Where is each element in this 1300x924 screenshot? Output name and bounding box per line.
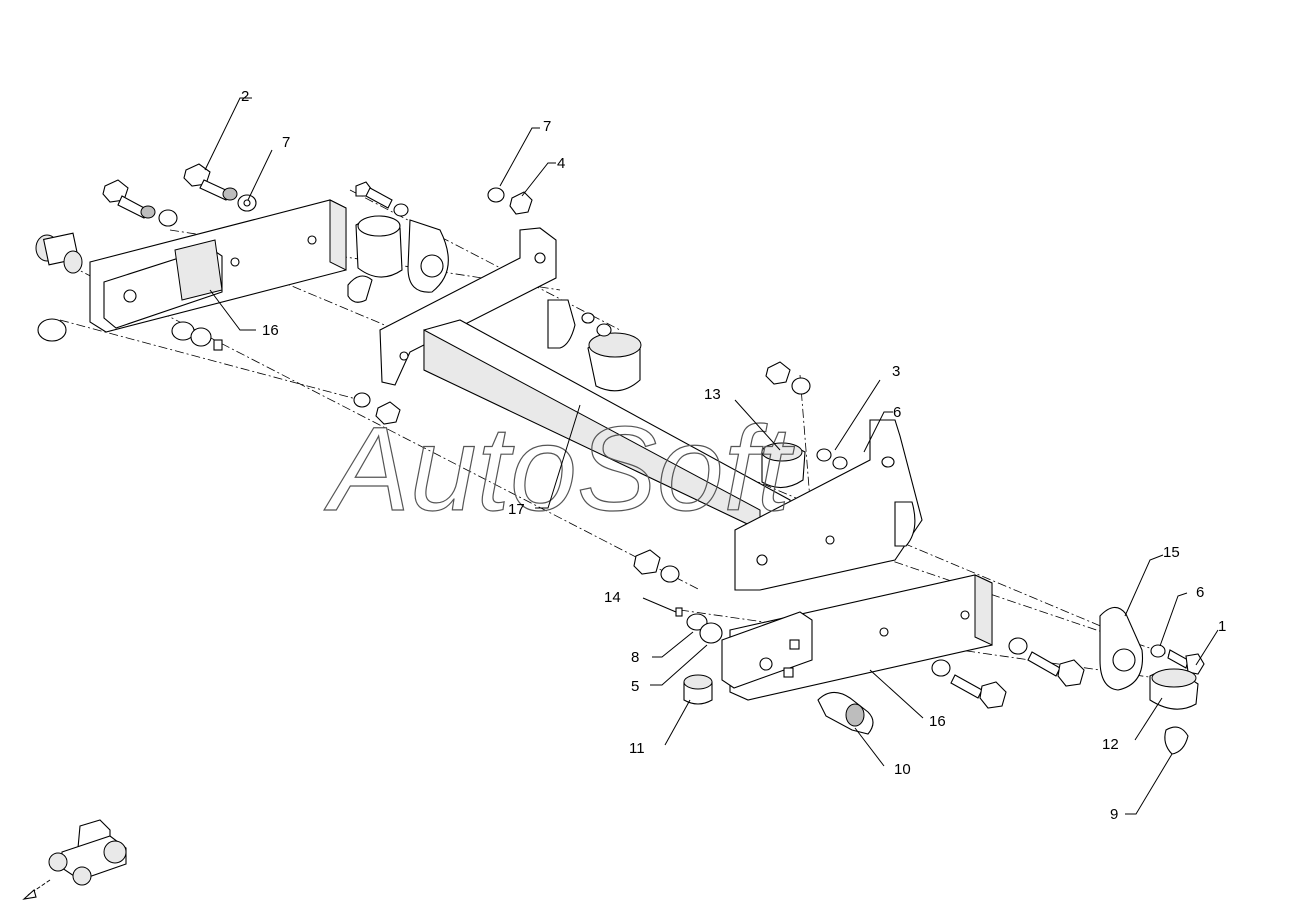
callout-6: 6 xyxy=(893,404,901,421)
callout-16: 16 xyxy=(262,322,279,339)
callout-9: 9 xyxy=(1110,806,1118,823)
callout-5: 5 xyxy=(631,678,639,695)
callout-6: 6 xyxy=(1196,584,1204,601)
callout-12: 12 xyxy=(1102,736,1119,753)
callout-4: 4 xyxy=(557,155,565,172)
left-bracket-plate xyxy=(89,199,347,333)
callout-labels: 2 7 16 7 4 13 3 6 17 14 8 5 11 10 16 15 … xyxy=(241,88,1226,823)
callout-15: 15 xyxy=(1163,544,1180,561)
callout-14: 14 xyxy=(604,589,621,606)
callout-7: 7 xyxy=(543,118,551,135)
callout-11: 11 xyxy=(629,740,645,757)
callout-7: 7 xyxy=(282,134,290,151)
callout-17: 17 xyxy=(508,501,525,518)
right-bracket-plate xyxy=(721,574,993,701)
callout-13: 13 xyxy=(704,386,721,403)
callout-1: 1 xyxy=(1218,618,1226,635)
callout-8: 8 xyxy=(631,649,639,666)
left-hardware xyxy=(35,163,257,351)
upper-centre-hardware xyxy=(347,181,533,303)
callout-2: 2 xyxy=(241,88,249,105)
callout-leaders xyxy=(204,97,1219,815)
callout-10: 10 xyxy=(894,761,911,778)
callout-3: 3 xyxy=(892,363,900,380)
main-frame xyxy=(353,227,923,591)
watermark-text: AutoSoft xyxy=(324,402,795,536)
tractor-orientation-icon xyxy=(22,819,127,900)
callout-16: 16 xyxy=(929,713,946,730)
